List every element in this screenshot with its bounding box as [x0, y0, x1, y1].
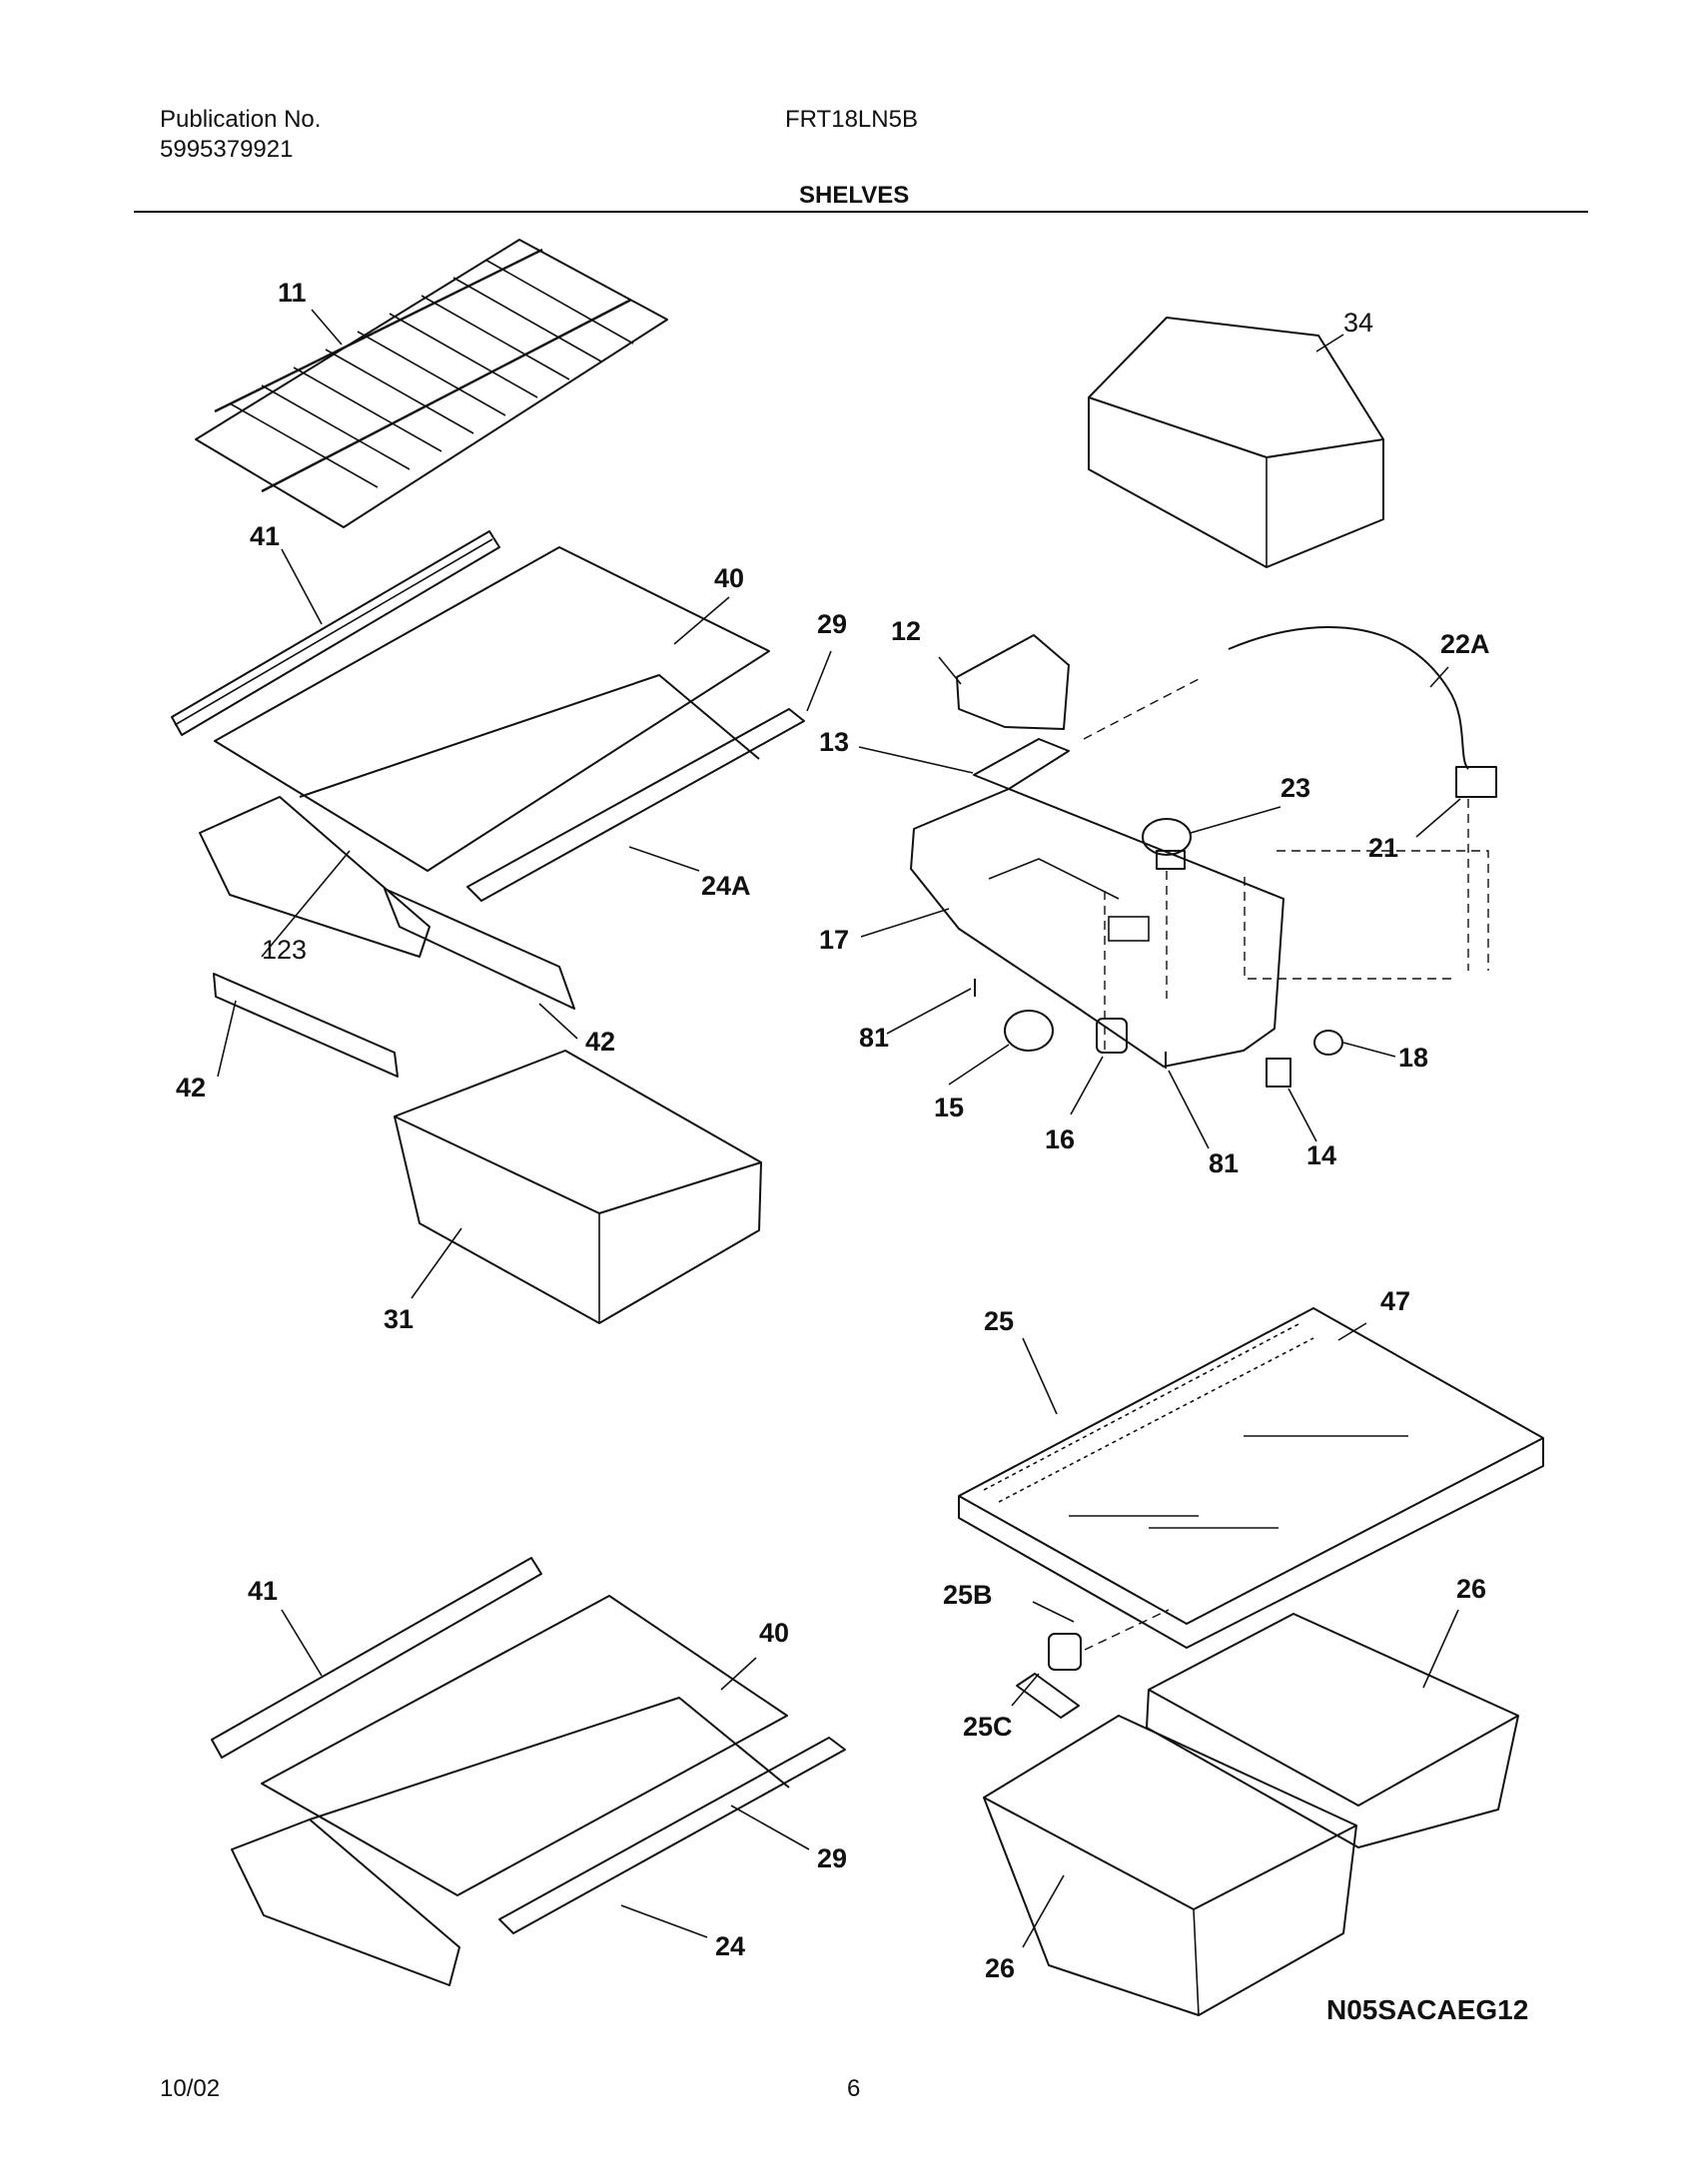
callout-47: 47 [1380, 1286, 1410, 1316]
wire-connector-part [1455, 766, 1497, 798]
front-trim-lower [498, 1737, 846, 1934]
callout-22a: 22A [1440, 629, 1490, 659]
dashed-alignment-lines [1083, 678, 1489, 1054]
callout-16: 16 [1045, 1124, 1075, 1154]
control-housing-part [910, 788, 1284, 1068]
callout-21: 21 [1368, 833, 1398, 863]
front-trim-upper [466, 708, 805, 902]
glass-shelf-upper [214, 546, 770, 872]
publication-label: Publication No. [160, 106, 322, 133]
humidity-control-part [1016, 1673, 1080, 1719]
model-number: FRT18LN5B [785, 106, 918, 133]
callout-40: 40 [714, 563, 744, 593]
callout-26: 26 [1456, 1574, 1486, 1604]
lamp-socket-part [1096, 1018, 1128, 1054]
humidity-slide-part [1048, 1633, 1082, 1671]
callout-25c: 25C [963, 1712, 1013, 1742]
callout-25b: 25B [943, 1580, 993, 1610]
callout-41: 41 [248, 1576, 278, 1606]
shelf-trim-rail-upper [171, 530, 500, 736]
callout-42: 42 [176, 1073, 206, 1102]
crisper-pan-part [394, 1050, 762, 1324]
diagram-code: N05SACAEG12 [1326, 1994, 1529, 2025]
crisper-drawer-lower [983, 1715, 1357, 2016]
crisper-cover-shelf-part [958, 1307, 1544, 1649]
header-rule [134, 211, 1588, 213]
page-number: 6 [847, 2075, 861, 2102]
callout-41: 41 [250, 521, 280, 551]
footer-date: 10/02 [160, 2075, 221, 2102]
crisper-drawer-upper [1146, 1613, 1519, 1848]
callout-15: 15 [934, 1092, 964, 1122]
wire-harness-part [1228, 626, 1469, 770]
callout-26: 26 [985, 1953, 1015, 1983]
callout-40: 40 [759, 1618, 789, 1648]
callout-11: 11 [278, 278, 307, 308]
shelf-frame-upper [199, 674, 760, 1078]
section-title: SHELVES [799, 182, 910, 209]
callout-81: 81 [1209, 1148, 1239, 1178]
shelf-frame-lower [231, 1697, 790, 1986]
callout-123: 123 [262, 935, 307, 965]
callout-81: 81 [859, 1023, 889, 1053]
callout-14: 14 [1306, 1140, 1336, 1170]
callout-34: 34 [1343, 308, 1373, 338]
callout-29: 29 [817, 1843, 847, 1873]
switch-part [1266, 1058, 1291, 1088]
light-bulb-part [1004, 1010, 1054, 1052]
callout-12: 12 [891, 616, 921, 646]
callout-42: 42 [585, 1027, 615, 1057]
callout-31: 31 [384, 1304, 414, 1334]
callout-17: 17 [819, 925, 849, 955]
glass-shelf-lower [261, 1595, 788, 1896]
callout-23: 23 [1281, 773, 1310, 803]
publication-number: 5995379921 [160, 136, 294, 163]
shelf-trim-rail-lower [211, 1557, 542, 1759]
callout-leader-lines [217, 309, 1461, 1948]
callout-29: 29 [817, 609, 847, 639]
dashed-line-cover [1084, 1609, 1170, 1651]
storage-bin-part [1088, 317, 1384, 568]
light-shield-part [956, 634, 1070, 730]
callout-13: 13 [819, 727, 849, 757]
callout-24: 24 [715, 1931, 745, 1961]
bracket-part [973, 738, 1070, 790]
callout-24a: 24A [701, 871, 751, 901]
callout-25: 25 [984, 1306, 1014, 1336]
thermostat-part [1142, 818, 1192, 870]
callout-18: 18 [1398, 1043, 1428, 1073]
wire-shelf-part [195, 239, 668, 528]
knob-part [1313, 1030, 1343, 1056]
